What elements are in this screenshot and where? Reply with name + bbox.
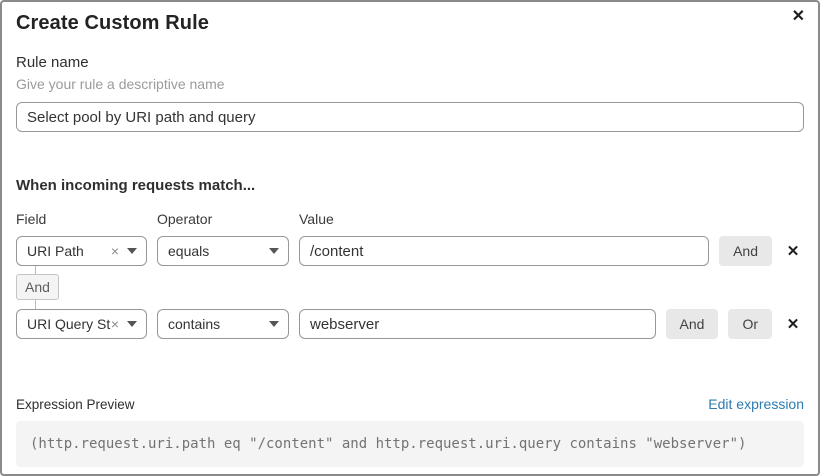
logic-connector: And xyxy=(16,266,804,309)
matcher-column-headers: Field Operator Value xyxy=(16,211,804,227)
expression-preview-header: Expression Preview Edit expression xyxy=(16,396,804,412)
expression-preview-label: Expression Preview xyxy=(16,397,135,412)
clear-icon[interactable]: × xyxy=(110,243,119,259)
condition-row-2: URI Query St... × contains And Or ✕ xyxy=(16,309,804,339)
or-button[interactable]: Or xyxy=(728,309,772,339)
rule-name-label: Rule name xyxy=(16,54,89,71)
and-button[interactable]: And xyxy=(719,236,772,266)
chevron-down-icon xyxy=(269,248,279,254)
connector-line xyxy=(35,300,36,309)
chevron-down-icon xyxy=(269,321,279,327)
and-button[interactable]: And xyxy=(665,309,719,339)
operator-select[interactable]: contains xyxy=(157,309,289,339)
expression-code-block: (http.request.uri.path eq "/content" and… xyxy=(16,421,804,467)
value-input[interactable] xyxy=(299,236,710,266)
field-select[interactable]: URI Path × xyxy=(16,236,147,266)
field-select-value: URI Query St... xyxy=(27,316,111,332)
operator-select-value: contains xyxy=(168,316,221,332)
close-icon[interactable]: ✕ xyxy=(791,8,805,25)
operator-column-header: Operator xyxy=(157,211,213,227)
remove-row-icon[interactable]: ✕ xyxy=(786,316,800,333)
connector-line xyxy=(35,266,36,274)
field-select-value: URI Path xyxy=(27,243,84,259)
value-column-header: Value xyxy=(299,211,334,227)
connector-and-badge: And xyxy=(16,274,59,300)
edit-expression-link[interactable]: Edit expression xyxy=(708,396,804,412)
remove-row-icon[interactable]: ✕ xyxy=(786,243,800,260)
value-input[interactable] xyxy=(299,309,656,339)
field-column-header: Field xyxy=(16,211,47,227)
operator-select-value: equals xyxy=(168,243,210,259)
chevron-down-icon xyxy=(127,248,137,254)
rule-name-helper-text: Give your rule a descriptive name xyxy=(16,76,225,92)
operator-select[interactable]: equals xyxy=(157,236,289,266)
chevron-down-icon xyxy=(127,321,137,327)
matcher-heading: When incoming requests match... xyxy=(16,177,256,194)
rule-name-input[interactable] xyxy=(16,102,804,132)
clear-icon[interactable]: × xyxy=(110,316,119,332)
expression-code: (http.request.uri.path eq "/content" and… xyxy=(30,436,747,452)
dialog-title: Create Custom Rule xyxy=(16,12,209,34)
condition-row-1: URI Path × equals And ✕ xyxy=(16,236,804,266)
field-select[interactable]: URI Query St... × xyxy=(16,309,147,339)
